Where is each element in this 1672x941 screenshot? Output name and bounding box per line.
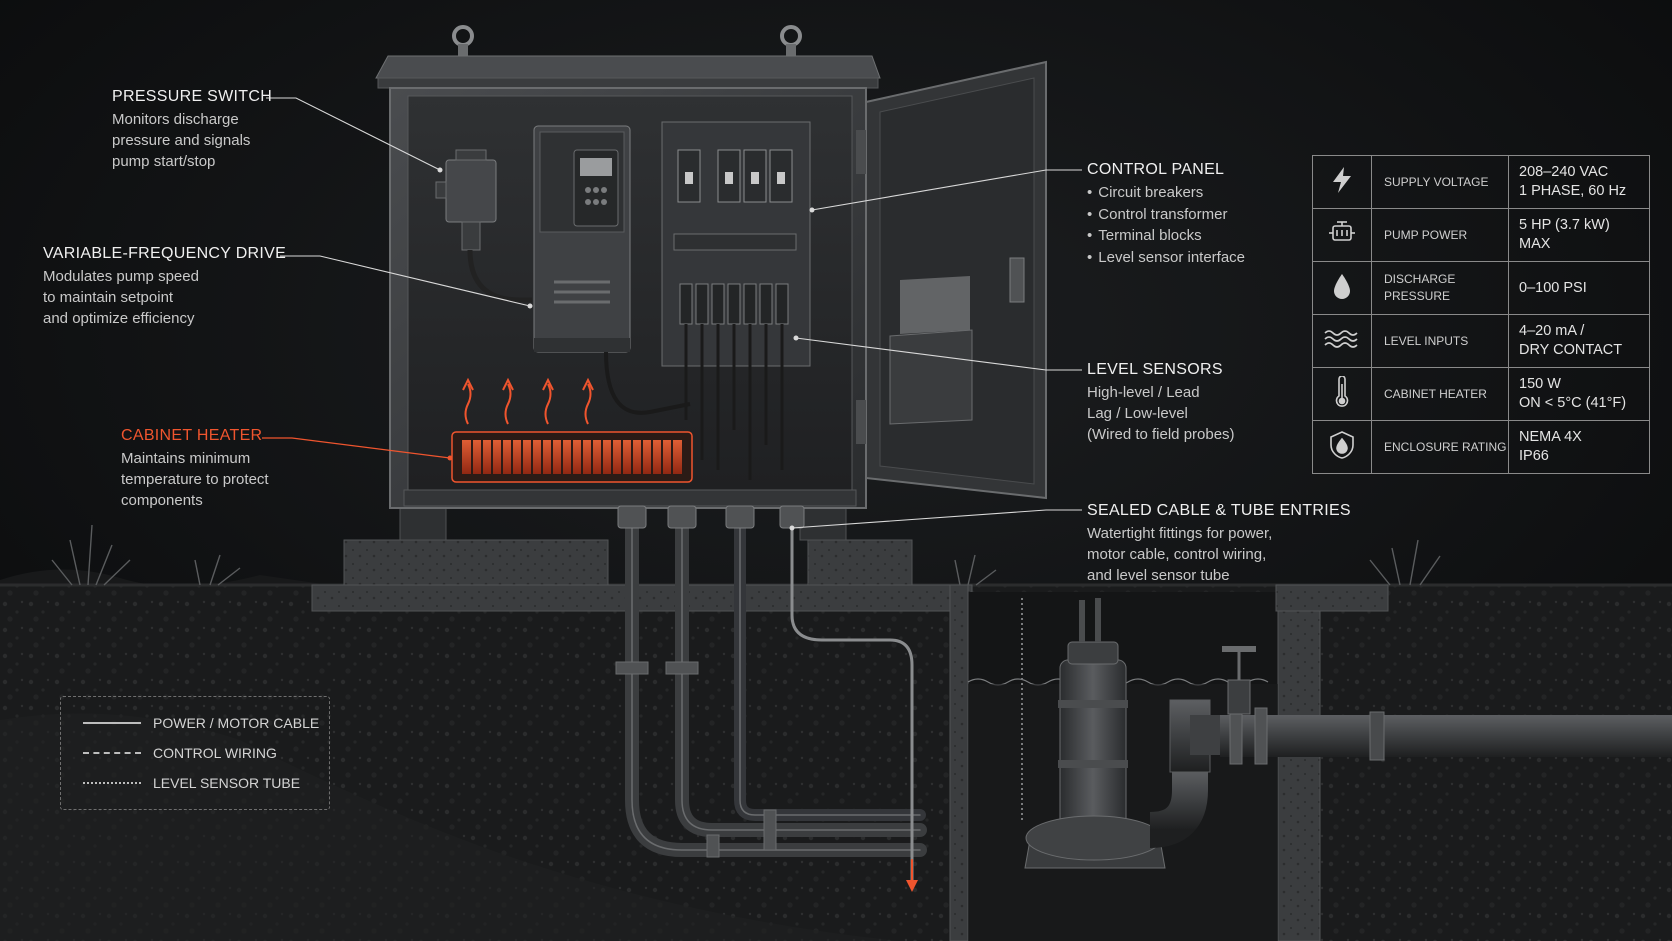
solid-line-swatch [83,722,141,724]
callout-text: Lag / Low-level [1087,405,1188,422]
spec-value: 150 W ON < 5°C (41°F) [1508,367,1650,421]
spec-value-line: NEMA 4X [1519,429,1582,445]
callout-text: Modulates pump speed [43,268,199,285]
spec-label: ENCLOSURE RATING [1371,420,1509,474]
callout-title: CONTROL PANEL [1087,161,1225,178]
table-row: PUMP POWER 5 HP (3.7 kW) MAX [1312,208,1650,262]
concrete-pad [311,584,973,612]
callout-text: High-level / Lead [1087,384,1200,401]
callout-pressure-switch: PRESSURE SWITCH Monitors discharge press… [112,88,272,172]
spec-value-line: 1 PHASE, 60 Hz [1519,183,1627,199]
spec-table: SUPPLY VOLTAGE 208–240 VAC 1 PHASE, 60 H… [1312,155,1650,474]
pressure-switch [435,149,532,303]
callout-text: and optimize efficiency [43,310,195,327]
variable-frequency-drive [533,125,631,353]
callout-text: (Wired to field probes) [1087,426,1235,443]
grass-tuft [51,524,1441,586]
list-item: Terminal blocks [1087,225,1245,247]
callout-text: pump start/stop [112,153,216,170]
callout-text: motor cable, control wiring, [1087,546,1267,563]
motor-icon [1312,208,1372,262]
spec-label: PUMP POWER [1371,208,1509,262]
spec-value-line: 208–240 VAC [1519,164,1609,180]
callout-text: pressure and signals [112,132,251,149]
spec-value: 5 HP (3.7 kW) MAX [1508,208,1650,262]
heat-arrows [462,377,594,425]
spec-value-line: ON < 5°C (41°F) [1519,395,1627,411]
underground-conduits [615,513,927,892]
list-item: Level sensor interface [1087,247,1245,269]
callout-title: SEALED CABLE & TUBE ENTRIES [1087,502,1351,519]
cabinet-door [856,60,1047,500]
callout-cable-entries: SEALED CABLE & TUBE ENTRIES Watertight f… [1087,502,1351,586]
spec-value-line: 5 HP (3.7 kW) [1519,217,1610,233]
lightning-icon [1312,155,1372,209]
callout-text: components [121,492,203,509]
spec-value-line: MAX [1519,236,1551,252]
callout-text: temperature to protect [121,471,269,488]
spec-label: LEVEL INPUTS [1371,314,1509,368]
spec-value-line: 150 W [1519,376,1561,392]
cabinet-heater [451,377,693,483]
callout-text: and level sensor tube [1087,567,1230,584]
legend-item: POWER / MOTOR CABLE [83,713,319,733]
callout-vfd: VARIABLE-FREQUENCY DRIVE Modulates pump … [43,245,286,329]
callout-text: Monitors discharge [112,111,239,128]
callout-control-panel: CONTROL PANEL Circuit breakers Control t… [1087,161,1245,268]
callout-cabinet-heater: CABINET HEATER Maintains minimum tempera… [121,427,269,511]
submersible-pump [1024,598,1672,869]
table-row: CABINET HEATER 150 W ON < 5°C (41°F) [1312,367,1650,421]
callout-level-sensors: LEVEL SENSORS High-level / Lead Lag / Lo… [1087,361,1235,445]
shield-droplet-icon [1312,420,1372,474]
spec-value-line: IP66 [1519,448,1549,464]
callout-title: PRESSURE SWITCH [112,88,273,105]
list-item: Control transformer [1087,204,1245,226]
callout-text: Maintains minimum [121,450,251,467]
dashed-line-swatch [83,752,141,754]
spec-label-line: DISCHARGE [1384,272,1456,286]
callout-title: LEVEL SENSORS [1087,361,1223,378]
spec-value: 0–100 PSI [1508,261,1650,315]
spec-label: SUPPLY VOLTAGE [1371,155,1509,209]
spec-label: DISCHARGE PRESSURE [1371,261,1509,315]
spec-label: CABINET HEATER [1371,367,1509,421]
table-row: SUPPLY VOLTAGE 208–240 VAC 1 PHASE, 60 H… [1312,155,1650,209]
table-row: LEVEL INPUTS 4–20 mA / DRY CONTACT [1312,314,1650,368]
spec-value: 208–240 VAC 1 PHASE, 60 Hz [1508,155,1650,209]
spec-value: NEMA 4X IP66 [1508,420,1650,474]
legend-label: CONTROL WIRING [153,745,277,761]
dotted-line-swatch [83,782,141,784]
spec-label-line: PRESSURE [1384,289,1451,303]
legend-item: CONTROL WIRING [83,743,277,763]
spec-value-line: DRY CONTACT [1519,342,1623,358]
spec-value-line: 4–20 mA / [1519,323,1585,339]
callout-text: to maintain setpoint [43,289,174,306]
droplet-icon [1312,261,1372,315]
legend-label: LEVEL SENSOR TUBE [153,775,301,791]
legend-label: POWER / MOTOR CABLE [153,715,320,731]
thermometer-icon [1312,367,1372,421]
callout-title: CABINET HEATER [121,427,263,444]
control-panel-assembly [604,121,811,480]
spec-value: 4–20 mA / DRY CONTACT [1508,314,1650,368]
legend-item: LEVEL SENSOR TUBE [83,773,300,793]
table-row: DISCHARGE PRESSURE 0–100 PSI [1312,261,1650,315]
spec-value-line: 0–100 PSI [1519,279,1587,296]
legend: POWER / MOTOR CABLE CONTROL WIRING LEVEL… [60,696,330,810]
control-panel-list: Circuit breakers Control transformer Ter… [1087,182,1245,268]
callout-text: Watertight fittings for power, [1087,525,1273,542]
callout-title: VARIABLE-FREQUENCY DRIVE [43,245,287,262]
list-item: Circuit breakers [1087,182,1245,204]
leader-lines [266,97,1082,529]
table-row: ENCLOSURE RATING NEMA 4X IP66 [1312,420,1650,474]
waves-icon [1312,314,1372,368]
